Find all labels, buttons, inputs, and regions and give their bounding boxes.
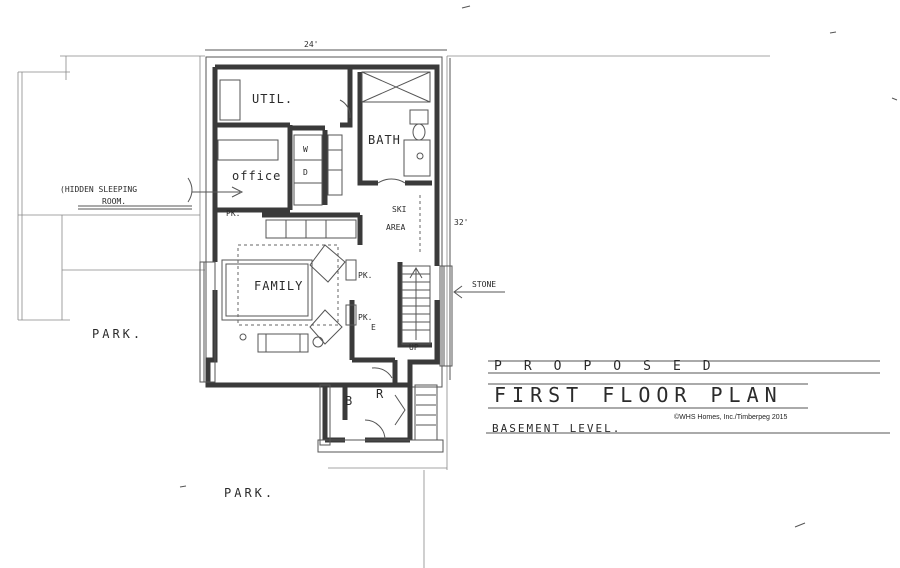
family-label: FAMILY — [254, 279, 303, 293]
room-labels: UTIL. BATH office SKI AREA FAMILY UP B R… — [226, 92, 419, 408]
interior-walls — [215, 67, 432, 440]
height-dimension: 32' — [454, 218, 468, 227]
washer-label: W — [303, 145, 308, 154]
hidden-room-label-line1: (HIDDEN SLEEPING — [60, 185, 137, 194]
site-lines — [17, 55, 770, 568]
title-proposed: PROPOSED — [494, 359, 733, 374]
util-label: UTIL. — [252, 92, 293, 106]
bath-label: BATH — [368, 133, 401, 147]
stone-callout: STONE — [453, 280, 505, 299]
entry-vestibule — [317, 384, 444, 453]
pk-label-1: PK. — [226, 209, 240, 218]
park-label-1: PARK. — [92, 327, 143, 341]
dryer-label: D — [303, 168, 308, 177]
hidden-room-label-line2: ROOM. — [102, 197, 126, 206]
bench-label: B — [345, 394, 353, 408]
pk-e-label: E — [371, 323, 376, 332]
up-label: UP — [409, 343, 419, 352]
park-label-2: PARK. — [224, 486, 275, 500]
family-room-furniture — [221, 244, 357, 353]
util-room-details — [219, 79, 351, 121]
stone-label: STONE — [472, 280, 496, 289]
office-details — [217, 134, 357, 239]
title-first-floor-plan: FIRST FLOOR PLAN — [494, 383, 783, 407]
ski-area-details — [371, 195, 421, 379]
office-label: office — [232, 169, 281, 183]
pk-label-3: PK. — [358, 313, 372, 322]
width-dimension: 24' — [304, 40, 318, 49]
stairs — [401, 265, 431, 345]
title-block: PROPOSED FIRST FLOOR PLAN ©WHS Homes, In… — [486, 359, 890, 435]
exterior-walls — [199, 56, 453, 388]
copyright-text: ©WHS Homes, Inc./Timberpeg 2015 — [674, 413, 788, 421]
ski-area-label-line1: SKI — [392, 205, 407, 214]
title-basement-level: BASEMENT LEVEL. — [492, 422, 621, 435]
ski-area-label-line2: AREA — [386, 223, 405, 232]
bath-fixtures — [361, 71, 431, 184]
pk-label-2: PK. — [358, 271, 372, 280]
r-label: R — [376, 387, 384, 401]
dimension-marks: 24' 32' — [205, 40, 468, 380]
hidden-room-callout: (HIDDEN SLEEPING ROOM. — [60, 177, 244, 210]
stray-marks — [179, 5, 898, 528]
